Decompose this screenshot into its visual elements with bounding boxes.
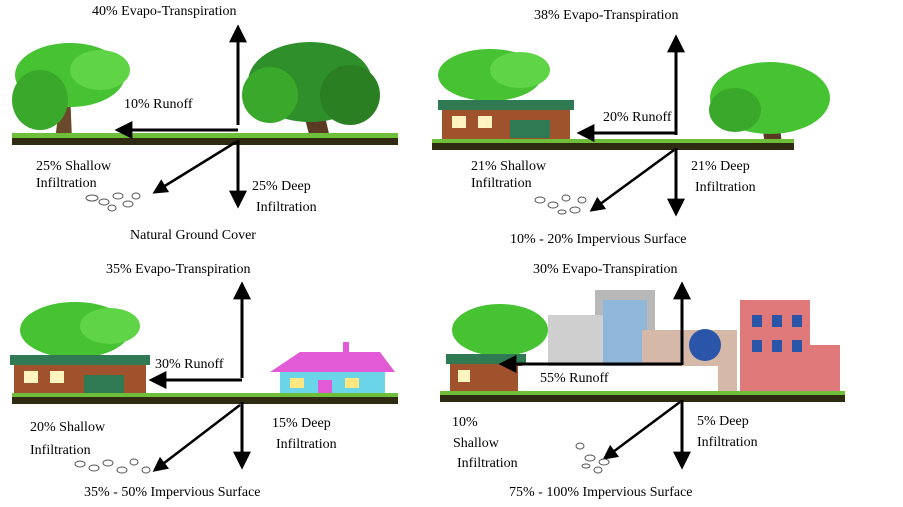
- label-runoff: 20% Runoff: [603, 110, 672, 125]
- caption-low-impervious: 10% - 20% Impervious Surface: [510, 232, 687, 247]
- ground-line: [432, 143, 794, 150]
- tree-right: [709, 62, 830, 145]
- label-evapo: 38% Evapo-Transpiration: [534, 8, 679, 23]
- tree-left: [20, 302, 140, 358]
- house-pink: [270, 342, 395, 398]
- caption-mid-impervious: 35% - 50% Impervious Surface: [84, 485, 261, 500]
- label-shallow-2: Infiltration: [471, 176, 532, 191]
- panel-mid-impervious: [10, 281, 398, 474]
- arrow-shallow: [152, 404, 241, 472]
- label-shallow-2: Infiltration: [30, 443, 91, 458]
- pebbles: [74, 458, 151, 474]
- pebbles: [85, 192, 141, 212]
- tree-right: [242, 42, 380, 138]
- label-deep-1: 25% Deep: [252, 179, 311, 194]
- label-runoff: 30% Runoff: [155, 357, 224, 372]
- label-shallow-2: Infiltration: [36, 176, 97, 191]
- label-shallow-1: 20% Shallow: [30, 420, 106, 435]
- pebbles: [575, 442, 610, 474]
- tree-left: [452, 304, 548, 356]
- label-deep-1: 15% Deep: [272, 416, 331, 431]
- tree-left: [12, 43, 130, 140]
- label-deep-1: 21% Deep: [691, 159, 750, 174]
- house: [438, 100, 574, 142]
- arrow-shallow: [589, 148, 675, 212]
- label-evapo: 40% Evapo-Transpiration: [92, 4, 237, 19]
- label-deep-2: Infiltration: [697, 435, 758, 450]
- label-runoff: 55% Runoff: [540, 371, 609, 386]
- arrow-shallow: [152, 140, 237, 194]
- caption-high-impervious: 75% - 100% Impervious Surface: [509, 485, 693, 500]
- label-deep-2: Infiltration: [256, 200, 317, 215]
- tree-left: [438, 49, 550, 101]
- ground-line: [440, 395, 845, 402]
- caption-natural: Natural Ground Cover: [130, 228, 256, 243]
- arrow-shallow: [602, 400, 681, 460]
- label-shallow-1: 10%: [452, 415, 478, 430]
- label-shallow-3: Infiltration: [457, 456, 518, 471]
- panel-natural: [12, 24, 398, 212]
- label-deep-2: Infiltration: [695, 180, 756, 195]
- label-evapo: 30% Evapo-Transpiration: [533, 262, 678, 277]
- label-shallow-2: Shallow: [453, 436, 499, 451]
- label-runoff: 10% Runoff: [124, 97, 193, 112]
- label-deep-2: Infiltration: [276, 437, 337, 452]
- ground-line: [12, 138, 398, 145]
- ground-line: [12, 397, 398, 404]
- house-left: [10, 355, 150, 397]
- label-deep-1: 5% Deep: [697, 414, 749, 429]
- house: [446, 354, 526, 394]
- pebbles: [534, 194, 587, 215]
- label-shallow-1: 25% Shallow: [36, 159, 112, 174]
- label-evapo: 35% Evapo-Transpiration: [106, 262, 251, 277]
- label-shallow-1: 21% Shallow: [471, 159, 547, 174]
- panel-high-impervious: [440, 281, 845, 474]
- panel-low-impervious: [432, 34, 830, 217]
